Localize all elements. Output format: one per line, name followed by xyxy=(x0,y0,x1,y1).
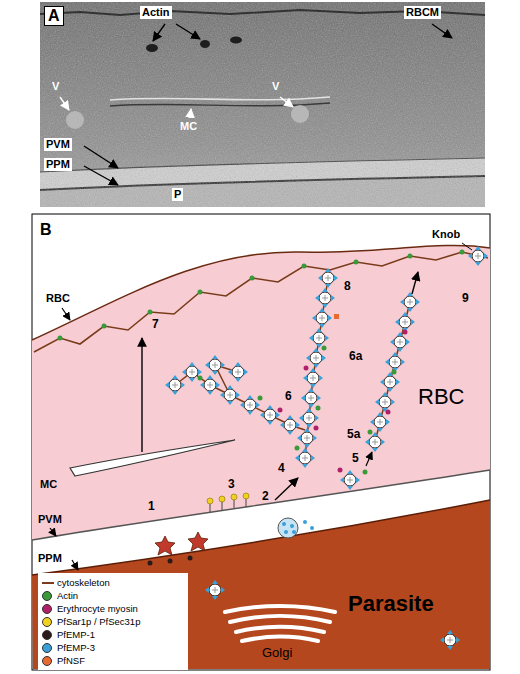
structure-label: MC xyxy=(40,478,57,491)
callout-number: 3 xyxy=(228,478,235,492)
legend-swatch xyxy=(42,643,52,653)
vesicle-chain xyxy=(165,246,488,490)
legend-swatch xyxy=(42,604,52,614)
callout-number: 6 xyxy=(285,390,292,404)
callout-number: 4 xyxy=(278,462,285,476)
node-text: RBC xyxy=(418,384,464,409)
structure-label: PPM xyxy=(44,158,72,171)
structure-label: P xyxy=(172,188,183,201)
node-text: Parasite xyxy=(348,591,434,616)
legend-swatch xyxy=(42,591,52,601)
legend-box: cytoskeletonActinErythrocyte myosinPfSar… xyxy=(38,573,188,670)
parasite-region: ParasiteGolgi xyxy=(200,585,490,669)
callout-number: 6a xyxy=(349,350,362,364)
structure-label: V xyxy=(52,80,59,93)
golgi-stack xyxy=(225,606,335,641)
structure-label: Actin xyxy=(140,6,172,19)
legend-swatch xyxy=(42,617,52,627)
structure-label: RBC xyxy=(46,292,70,305)
maurers-cleft xyxy=(70,440,235,476)
parasite-vesicle xyxy=(205,580,460,650)
legend-text: PfNSF xyxy=(57,655,85,666)
legend-row: PfNSF xyxy=(42,654,184,667)
structure-label: MC xyxy=(180,120,197,133)
panel-letter: B xyxy=(40,221,52,239)
structure-label: PVM xyxy=(38,513,62,526)
callout-number: 7 xyxy=(152,318,159,332)
legend-row: PfSar1p / PfSec31p xyxy=(42,615,184,628)
legend-row: cytoskeleton xyxy=(42,576,184,589)
schematic xyxy=(32,214,490,670)
callout-number: 2 xyxy=(262,490,269,504)
legend-text: PfSar1p / PfSec31p xyxy=(57,616,140,627)
structure-label: Knob xyxy=(432,228,460,241)
structure-label: PPM xyxy=(38,552,62,565)
rbc-cytoplasm xyxy=(32,246,490,540)
node-text: Golgi xyxy=(262,646,292,661)
structure-label: V xyxy=(272,80,279,93)
callout-number: 1 xyxy=(148,500,155,514)
micrograph xyxy=(40,2,485,207)
legend-swatch xyxy=(42,582,54,584)
panel-letter: A xyxy=(44,6,64,26)
legend-text: PfEMP-1 xyxy=(57,629,95,640)
structure-label: PVM xyxy=(44,138,72,151)
legend-row: PfEMP-1 xyxy=(42,628,184,641)
legend-text: Actin xyxy=(57,590,78,601)
legend-text: Erythrocyte myosin xyxy=(57,603,138,614)
legend-row: Actin xyxy=(42,589,184,602)
structure-label: RBCM xyxy=(404,6,441,19)
legend-text: PfEMP-3 xyxy=(57,642,95,653)
organelle-label: Golgi xyxy=(262,646,292,661)
legend-swatch xyxy=(42,630,52,640)
legend-row: PfEMP-3 xyxy=(42,641,184,654)
cell-region: RBC xyxy=(418,384,464,409)
callout-number: 5a xyxy=(347,428,360,442)
callout-number: 8 xyxy=(344,280,351,294)
legend-row: Erythrocyte myosin xyxy=(42,602,184,615)
legend-swatch xyxy=(42,656,52,666)
legend-text: cytoskeleton xyxy=(57,577,110,588)
callout-number: 5 xyxy=(352,452,359,466)
callout-number: 9 xyxy=(462,292,469,306)
